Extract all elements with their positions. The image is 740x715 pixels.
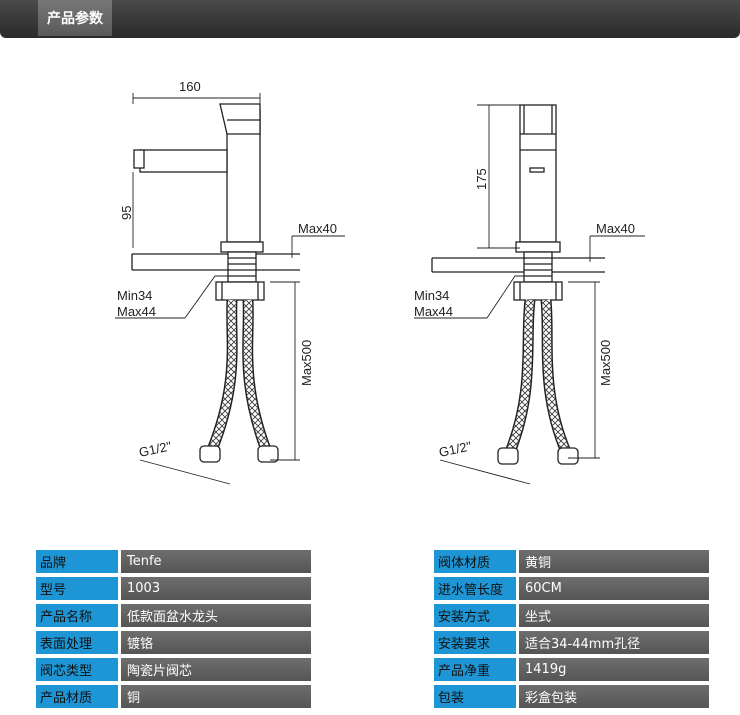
spec-value: 60CM — [519, 577, 709, 600]
table-row: 安装方式坐式 — [434, 604, 709, 627]
spec-value: Tenfe — [121, 550, 311, 573]
spec-value: 坐式 — [519, 604, 709, 627]
left-dimension-lines — [115, 93, 345, 485]
spec-key: 进水管长度 — [434, 577, 519, 600]
left-hole-min-label: Min34 — [117, 288, 152, 303]
right-height-label: 175 — [474, 168, 489, 190]
right-dimension-lines — [414, 104, 645, 485]
right-faucet-front-view — [431, 104, 605, 465]
right-hose-length-label: Max500 — [598, 340, 613, 386]
spec-value: 陶瓷片阀芯 — [121, 658, 311, 681]
left-faucet-side-view — [131, 103, 300, 463]
left-thread-label: G1/2" — [138, 438, 174, 460]
right-hole-max-label: Max44 — [414, 304, 453, 319]
table-row: 产品名称低款面盆水龙头 — [36, 604, 311, 627]
spec-key: 产品材质 — [36, 685, 121, 708]
spec-value: 1003 — [121, 577, 311, 600]
right-thread-label: G1/2" — [438, 438, 474, 460]
spec-value: 镀铬 — [121, 631, 311, 654]
spec-key: 产品名称 — [36, 604, 121, 627]
left-hole-max-label: Max44 — [117, 304, 156, 319]
spec-key: 品牌 — [36, 550, 121, 573]
table-row: 产品材质铜 — [36, 685, 311, 708]
spec-key: 安装要求 — [434, 631, 519, 654]
spec-key: 阀体材质 — [434, 550, 519, 573]
spec-key: 阀芯类型 — [36, 658, 121, 681]
left-spout-height-label: 95 — [119, 206, 134, 220]
spec-key: 安装方式 — [434, 604, 519, 627]
spec-key: 型号 — [36, 577, 121, 600]
section-title-tab: 产品参数 — [38, 0, 112, 36]
spec-value: 铜 — [121, 685, 311, 708]
spec-key: 包装 — [434, 685, 519, 708]
table-row: 包装彩盒包装 — [434, 685, 709, 708]
header-bar — [0, 0, 740, 38]
left-max-thickness-label: Max40 — [298, 221, 337, 236]
right-hole-min-label: Min34 — [414, 288, 449, 303]
table-row: 阀芯类型陶瓷片阀芯 — [36, 658, 311, 681]
spec-value: 适合34-44mm孔径 — [519, 631, 709, 654]
spec-value: 低款面盆水龙头 — [121, 604, 311, 627]
table-row: 安装要求适合34-44mm孔径 — [434, 631, 709, 654]
spec-key: 表面处理 — [36, 631, 121, 654]
table-row: 表面处理镀铬 — [36, 631, 311, 654]
spec-value: 彩盒包装 — [519, 685, 709, 708]
faucet-dimension-drawing: 160 95 Max40 Min34 Max44 Max500 G1/2" — [115, 79, 645, 485]
spec-key: 产品净重 — [434, 658, 519, 681]
spec-value: 1419g — [519, 658, 709, 681]
table-row: 阀体材质黄铜 — [434, 550, 709, 573]
left-hose-length-label: Max500 — [299, 340, 314, 386]
right-max-thickness-label: Max40 — [596, 221, 635, 236]
spec-value: 黄铜 — [519, 550, 709, 573]
left-width-label: 160 — [179, 79, 201, 94]
